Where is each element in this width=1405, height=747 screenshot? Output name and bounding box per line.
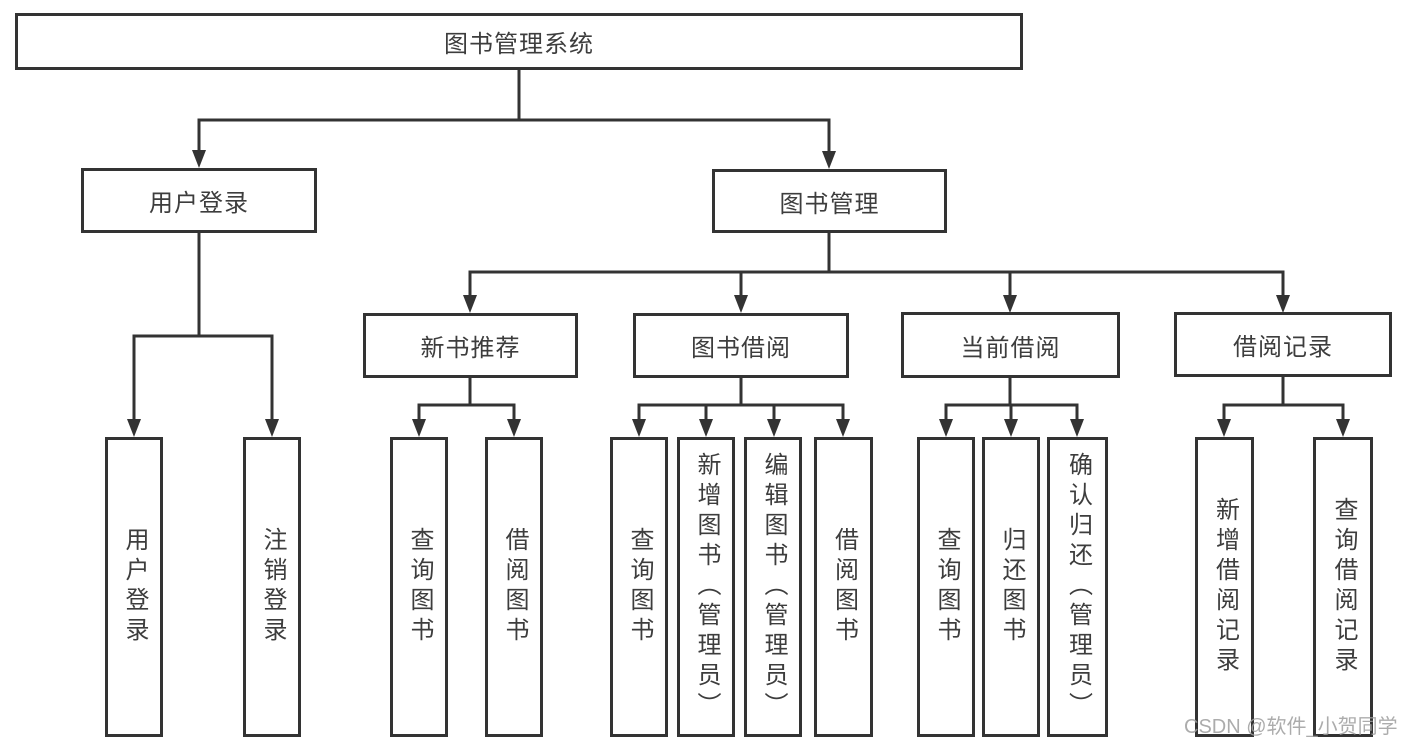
node-label: 确认归还（管理员） <box>1064 452 1092 722</box>
node-label: 查询图书 <box>933 527 960 647</box>
leaf-node-return-books: 归还图书 <box>982 437 1040 737</box>
root-node-library-system: 图书管理系统 <box>15 13 1023 70</box>
node-label: 借阅图书 <box>830 527 858 647</box>
leaf-node-add-books-admin: 新增图书（管理员） <box>677 437 735 737</box>
leaf-node-query-books-borrow: 查询图书 <box>610 437 668 737</box>
node-label: 用户登录 <box>121 527 148 647</box>
csdn-watermark: CSDN @软件_小贺同学 <box>1184 716 1398 738</box>
node-label: 当前借阅 <box>960 334 1061 362</box>
group-node-current-borrow: 当前借阅 <box>901 312 1120 378</box>
leaf-node-user-login: 用户登录 <box>105 437 163 737</box>
node-label: 注销登录 <box>259 527 286 647</box>
node-label: 查询图书 <box>406 527 433 647</box>
branch-node-book-management: 图书管理 <box>712 169 947 233</box>
node-label: 新增借阅记录 <box>1211 497 1239 677</box>
node-label: 借阅图书 <box>501 527 528 647</box>
leaf-node-borrow-books-recommend: 借阅图书 <box>485 437 543 737</box>
arrowheads <box>127 150 1350 437</box>
leaf-node-query-books-recommend: 查询图书 <box>390 437 448 737</box>
group-node-borrow-records: 借阅记录 <box>1174 312 1392 377</box>
node-label: 新增图书（管理员） <box>693 452 720 722</box>
node-label: 查询借阅记录 <box>1330 497 1357 677</box>
group-node-book-borrow: 图书借阅 <box>633 313 849 378</box>
connector-segments <box>132 69 1345 419</box>
leaf-node-query-borrow-record: 查询借阅记录 <box>1313 437 1373 737</box>
group-node-new-book-recommend: 新书推荐 <box>363 313 578 378</box>
leaf-node-edit-books-admin: 编辑图书（管理员） <box>744 437 802 737</box>
leaf-node-query-books-current: 查询图书 <box>917 437 975 737</box>
node-label: 新书推荐 <box>420 335 521 362</box>
leaf-node-confirm-return-admin: 确认归还（管理员） <box>1047 437 1108 737</box>
node-label: 归还图书 <box>998 527 1025 647</box>
node-label: 图书管理 <box>779 190 880 218</box>
node-label: 编辑图书（管理员） <box>760 452 787 722</box>
branch-node-user-login: 用户登录 <box>81 168 317 233</box>
leaf-node-logout: 注销登录 <box>243 437 301 737</box>
leaf-node-borrow-books: 借阅图书 <box>814 437 873 737</box>
node-label: 图书管理系统 <box>444 31 594 58</box>
node-label: 用户登录 <box>149 190 249 217</box>
node-label: 借阅记录 <box>1233 334 1333 361</box>
leaf-node-add-borrow-record: 新增借阅记录 <box>1195 437 1254 737</box>
node-label: 图书借阅 <box>691 335 791 362</box>
node-label: 查询图书 <box>626 527 653 647</box>
